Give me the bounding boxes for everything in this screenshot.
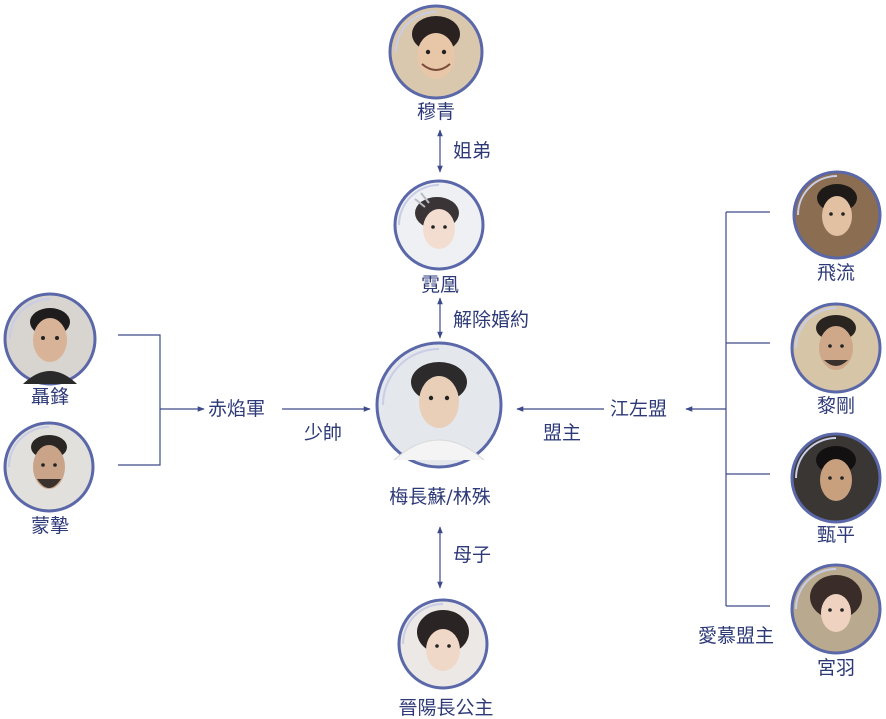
portrait-nihuang (393, 179, 485, 271)
relation-siblings: 姐弟 (453, 140, 492, 162)
name-gong-yu: 宮羽 (816, 657, 856, 679)
name-meng-zhi: 蒙摯 (30, 515, 70, 537)
portrait-meng-zhi (3, 421, 95, 513)
relation-young-marshal: 少帥 (304, 422, 343, 444)
name-fei-liu: 飛流 (816, 262, 856, 284)
left-bracket (118, 334, 161, 466)
portrait-gong-yu (790, 563, 882, 655)
portrait-nie-feng (3, 292, 97, 386)
name-princess: 晉陽長公主 (398, 697, 494, 719)
name-li-gang: 黎剛 (816, 395, 856, 417)
relation-engagement: 解除婚約 (453, 309, 530, 331)
name-nihuang: 霓凰 (420, 274, 460, 296)
name-nie-feng: 聶鋒 (30, 386, 70, 408)
portrait-princess (397, 598, 489, 690)
portrait-fei-liu (792, 170, 882, 260)
portrait-zhen-ping (790, 432, 882, 524)
relation-mother-son: 母子 (453, 544, 492, 566)
name-mu-qing: 穆青 (416, 101, 456, 123)
name-zhen-ping: 甄平 (816, 524, 856, 546)
name-protagonist: 梅長蘇/林殊 (389, 486, 491, 508)
group-jiangzuo: 江左盟 (610, 398, 668, 420)
portrait-mu-qing (388, 4, 484, 100)
portrait-li-gang (790, 302, 882, 394)
group-chiyan: 赤焰軍 (208, 398, 266, 420)
relation-admire: 愛慕盟主 (698, 625, 775, 647)
relation-leader: 盟主 (543, 422, 582, 444)
portrait-protagonist (374, 340, 504, 470)
